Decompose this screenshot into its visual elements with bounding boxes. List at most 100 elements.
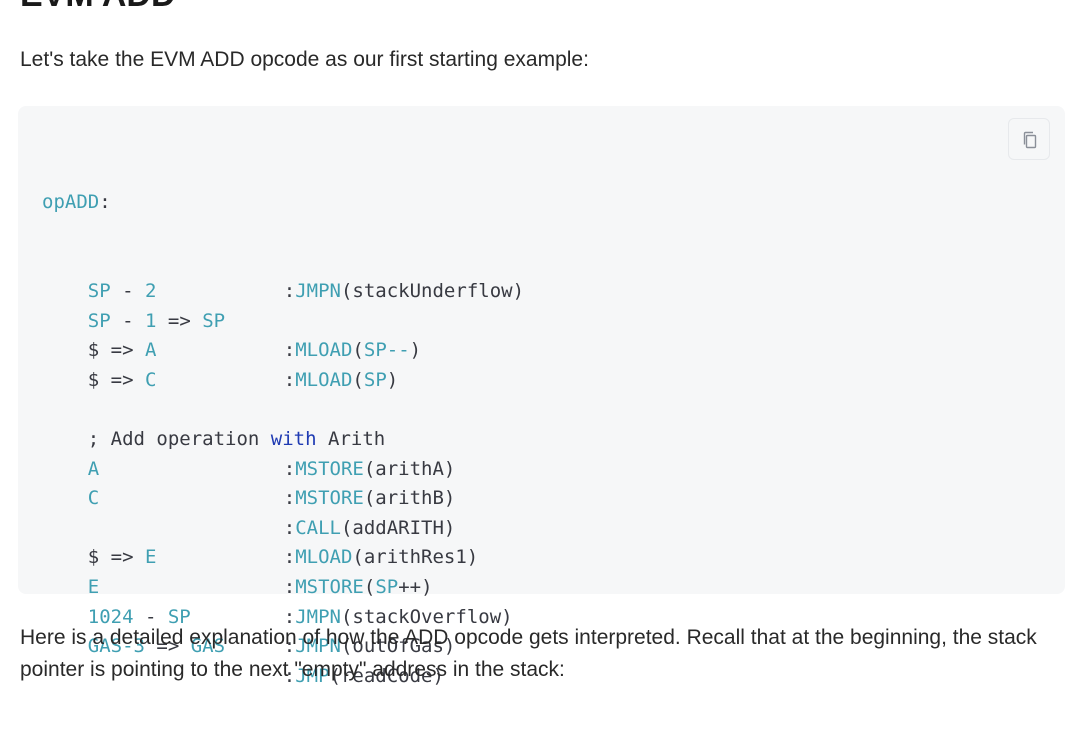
code-token: (arithA) bbox=[363, 457, 456, 480]
code-token: $ bbox=[87, 368, 100, 391]
code-token: Arith bbox=[316, 427, 386, 450]
code-operand: GAS-3 => GAS bbox=[88, 632, 284, 662]
code-token: ( bbox=[363, 575, 376, 598]
code-operand: E bbox=[88, 573, 284, 603]
code-block: opADD: SP - 2:JMPN(stackUnderflow) SP - … bbox=[18, 106, 1065, 687]
code-token: : bbox=[283, 339, 296, 362]
code-instruction: :JMPN(outOfGas) bbox=[284, 632, 456, 662]
code-token: (stackUnderflow) bbox=[340, 279, 525, 302]
code-instruction: :JMPN(stackUnderflow) bbox=[284, 277, 524, 307]
code-line: SP - 1 => SP bbox=[42, 307, 524, 337]
code-token: => bbox=[144, 635, 191, 658]
code-instruction: :MLOAD(SP--) bbox=[284, 336, 421, 366]
code-token: : bbox=[283, 457, 296, 480]
code-token: : bbox=[283, 516, 296, 539]
code-token: (arithB) bbox=[363, 487, 456, 510]
code-line: GAS-3 => GAS:JMPN(outOfGas) bbox=[42, 632, 524, 662]
code-token: SP bbox=[87, 279, 111, 302]
code-token: => bbox=[99, 339, 145, 362]
code-token: (outOfGas) bbox=[340, 635, 456, 658]
copy-icon bbox=[1023, 131, 1037, 149]
code-label: opADD bbox=[42, 191, 100, 214]
code-operand: A bbox=[88, 455, 284, 485]
code-token: GAS bbox=[190, 635, 226, 658]
code-line: $ => A:MLOAD(SP--) bbox=[42, 336, 524, 366]
code-line: A:MSTORE(arithA) bbox=[42, 455, 524, 485]
code-token: : bbox=[283, 546, 296, 569]
code-token: : bbox=[283, 575, 296, 598]
code-token: : bbox=[283, 368, 296, 391]
code-token: SP bbox=[202, 309, 226, 332]
code-line: $ => C:MLOAD(SP) bbox=[42, 366, 524, 396]
code-token: MSTORE bbox=[295, 487, 364, 510]
code-token: ; Add operation bbox=[87, 427, 271, 450]
code-token: JMPN bbox=[295, 279, 341, 302]
code-token: => bbox=[156, 309, 203, 332]
explanation-paragraph: Here is a detailed explanation of how th… bbox=[20, 626, 1037, 681]
code-operand: 1024 - SP bbox=[88, 603, 284, 633]
code-token: MLOAD bbox=[295, 339, 353, 362]
code-instruction: :MLOAD(SP) bbox=[284, 366, 398, 396]
code-token: 2 bbox=[144, 279, 157, 302]
code-operand: SP - 2 bbox=[88, 277, 284, 307]
code-token: - bbox=[133, 605, 168, 628]
code-token: : bbox=[283, 635, 296, 658]
code-token: - bbox=[110, 309, 145, 332]
code-operand: $ => C bbox=[88, 366, 284, 396]
code-instruction: :MLOAD(arithRes1) bbox=[284, 543, 479, 573]
code-line: C:MSTORE(arithB) bbox=[42, 484, 524, 514]
code-token: MSTORE bbox=[295, 575, 364, 598]
code-token: SP bbox=[167, 605, 191, 628]
code-line: 1024 - SP:JMPN(stackOverflow) bbox=[42, 603, 524, 633]
code-token: : bbox=[283, 487, 296, 510]
code-line: :CALL(addARITH) bbox=[42, 514, 524, 544]
code-token: SP-- bbox=[363, 339, 410, 362]
code-token: 1 bbox=[144, 309, 157, 332]
section-heading: EVM ADD bbox=[20, 0, 176, 12]
code-token: C bbox=[87, 487, 100, 510]
code-token: MLOAD bbox=[295, 546, 353, 569]
code-token: $ bbox=[87, 546, 100, 569]
code-operand: ; Add operation with Arith bbox=[88, 428, 385, 450]
code-instruction: :JMPN(stackOverflow) bbox=[284, 603, 513, 633]
code-token: => bbox=[99, 368, 145, 391]
code-token: 1024 bbox=[87, 605, 134, 628]
code-token: $ bbox=[87, 339, 100, 362]
code-instruction: :MSTORE(arithB) bbox=[284, 484, 456, 514]
code-operand: $ => E bbox=[88, 543, 284, 573]
code-token: (addARITH) bbox=[340, 516, 456, 539]
code-token: JMPN bbox=[295, 605, 341, 628]
code-token: GAS-3 bbox=[87, 635, 145, 658]
code-token: SP bbox=[363, 368, 387, 391]
code-token: E bbox=[87, 575, 100, 598]
code-token: ( bbox=[352, 368, 364, 391]
code-token: C bbox=[144, 368, 157, 391]
code-token: ++) bbox=[398, 575, 433, 598]
code-line-label: opADD: bbox=[42, 191, 111, 214]
code-token: ( bbox=[352, 339, 364, 362]
code-token: A bbox=[144, 339, 157, 362]
copy-code-button[interactable] bbox=[1008, 118, 1050, 160]
code-line: E :MSTORE(SP++) bbox=[42, 573, 524, 603]
code-token: MSTORE bbox=[295, 457, 364, 480]
code-line: ; Add operation with Arith bbox=[42, 425, 524, 455]
code-token: A bbox=[87, 457, 100, 480]
intro-paragraph: Let's take the EVM ADD opcode as our fir… bbox=[20, 48, 589, 71]
code-line: $ => E:MLOAD(arithRes1) bbox=[42, 543, 524, 573]
code-instruction: :MSTORE(SP++) bbox=[284, 573, 433, 603]
code-operand: SP - 1 => SP bbox=[88, 307, 284, 337]
code-token: : bbox=[283, 279, 296, 302]
code-instruction: :CALL(addARITH) bbox=[284, 514, 456, 544]
code-token: E bbox=[144, 546, 157, 569]
code-token: ) bbox=[409, 339, 422, 362]
code-token: (arithRes1) bbox=[352, 546, 479, 569]
code-token: - bbox=[110, 279, 145, 302]
code-lines: SP - 2:JMPN(stackUnderflow) SP - 1 => SP… bbox=[42, 277, 524, 691]
code-token: JMPN bbox=[295, 635, 341, 658]
code-token: with bbox=[270, 427, 317, 450]
code-token: MLOAD bbox=[295, 368, 353, 391]
code-token: ) bbox=[386, 368, 399, 391]
code-operand: C bbox=[88, 484, 284, 514]
code-token: SP bbox=[87, 309, 111, 332]
code-instruction: :MSTORE(arithA) bbox=[284, 455, 456, 485]
